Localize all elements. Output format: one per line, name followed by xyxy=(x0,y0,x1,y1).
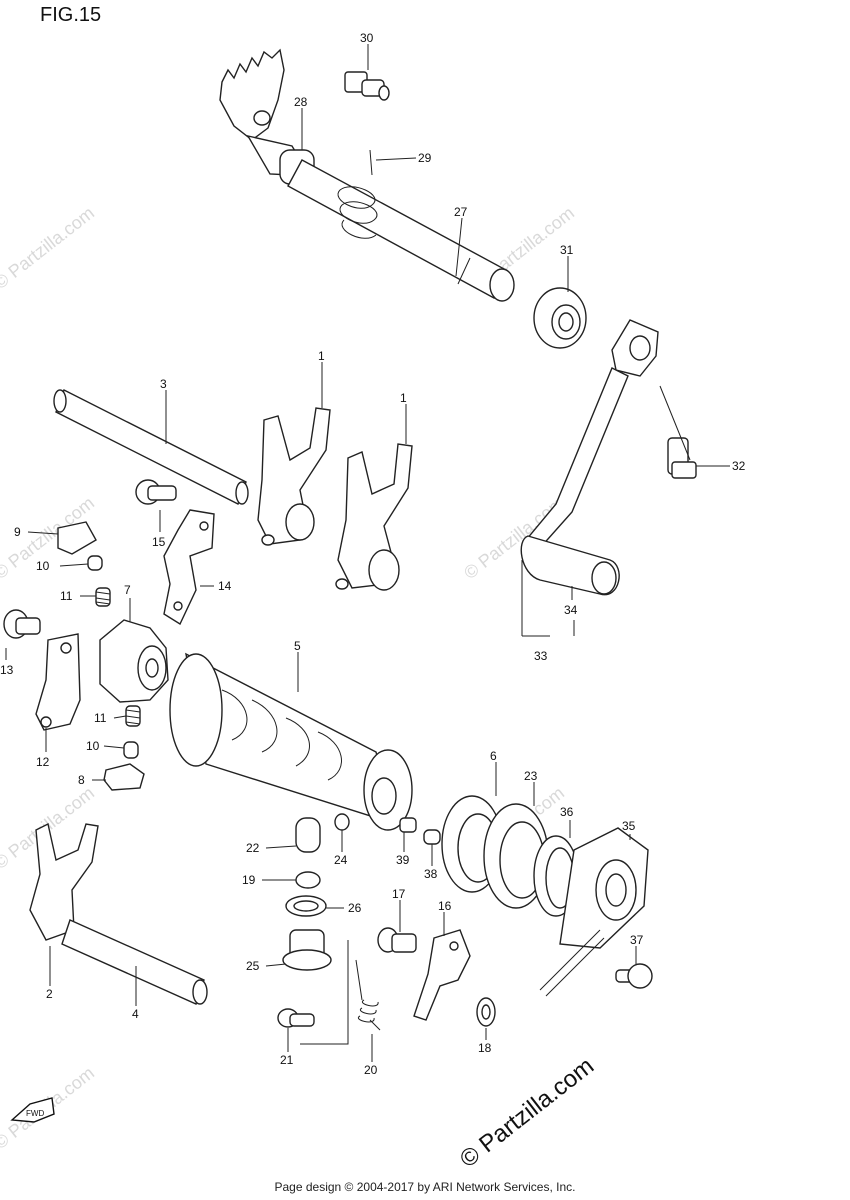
label-28: 28 xyxy=(294,95,308,109)
part-15-bolt[interactable] xyxy=(135,479,177,505)
part-10-pin-a[interactable] xyxy=(87,555,103,571)
label-27: 27 xyxy=(454,205,468,219)
part-31-bearing[interactable] xyxy=(533,287,587,349)
label-2: 2 xyxy=(46,987,53,1001)
part-7-cam[interactable] xyxy=(99,619,169,703)
label-10b: 10 xyxy=(86,739,100,753)
part-9-stopper[interactable] xyxy=(57,521,97,555)
part-39-spring[interactable] xyxy=(399,817,417,833)
label-5: 5 xyxy=(294,639,301,653)
label-6: 6 xyxy=(490,749,497,763)
label-15: 15 xyxy=(152,535,166,549)
label-30: 30 xyxy=(360,31,374,45)
part-22-switch-contact[interactable] xyxy=(295,817,321,853)
part-12-plate[interactable] xyxy=(35,633,81,731)
label-33: 33 xyxy=(534,649,548,663)
page-footer: Page design © 2004-2017 by ARI Network S… xyxy=(274,1180,576,1194)
figure-title: FIG.15 xyxy=(40,4,102,26)
label-4: 4 xyxy=(132,1007,139,1021)
label-36: 36 xyxy=(560,805,574,819)
label-32: 32 xyxy=(732,459,746,473)
fwd-label: FWD xyxy=(26,1109,44,1118)
label-1a: 1 xyxy=(318,349,325,363)
label-12: 12 xyxy=(36,755,50,769)
leader-lines xyxy=(5,44,730,1062)
label-18: 18 xyxy=(478,1041,492,1055)
label-35: 35 xyxy=(622,819,636,833)
label-9: 9 xyxy=(14,525,21,539)
label-17: 17 xyxy=(392,887,406,901)
part-4-fork-shaft[interactable] xyxy=(61,919,208,1005)
label-21: 21 xyxy=(280,1053,294,1067)
label-11a: 11 xyxy=(60,589,73,603)
part-38-pin[interactable] xyxy=(423,829,441,845)
part-32-bolt[interactable] xyxy=(667,437,697,479)
part-16-stopper-lever[interactable] xyxy=(413,929,471,1021)
label-14: 14 xyxy=(218,579,232,593)
part-27-shift-shaft[interactable] xyxy=(287,159,515,302)
part-8-bracket[interactable] xyxy=(103,763,145,791)
label-1b: 1 xyxy=(400,391,407,405)
part-30-bolt[interactable] xyxy=(344,71,390,101)
part-37-bolt[interactable] xyxy=(615,963,653,989)
part-2-shift-fork[interactable] xyxy=(29,822,99,941)
label-11b: 11 xyxy=(94,711,107,725)
label-38: 38 xyxy=(424,867,438,881)
part-26-o-ring[interactable] xyxy=(285,895,327,917)
label-26: 26 xyxy=(348,901,362,915)
label-37: 37 xyxy=(630,933,644,947)
label-25: 25 xyxy=(246,959,260,973)
label-10a: 10 xyxy=(36,559,50,573)
part-10-pin-b[interactable] xyxy=(123,741,139,759)
part-1-shift-fork-b[interactable] xyxy=(335,443,413,591)
watermark: © Partzilla.com xyxy=(0,203,98,293)
part-1-shift-fork-a[interactable] xyxy=(257,407,331,546)
part-3-fork-shaft[interactable] xyxy=(53,389,249,505)
label-24: 24 xyxy=(334,853,348,867)
label-19: 19 xyxy=(242,873,256,887)
part-24-pin[interactable] xyxy=(334,813,350,831)
label-22: 22 xyxy=(246,841,260,855)
label-31: 31 xyxy=(560,243,574,257)
label-34: 34 xyxy=(564,603,578,617)
part-17-bolt[interactable] xyxy=(377,927,417,953)
label-8: 8 xyxy=(78,773,85,787)
part-11-spring-b[interactable] xyxy=(125,705,141,727)
part-18-washer[interactable] xyxy=(476,997,496,1027)
part-35-neutral-switch[interactable] xyxy=(539,827,649,997)
part-19-spring[interactable] xyxy=(295,871,321,889)
part-20-spring[interactable] xyxy=(300,940,381,1045)
label-20: 20 xyxy=(364,1063,378,1077)
part-21-bolt[interactable] xyxy=(277,1008,315,1028)
part-29-spring[interactable] xyxy=(337,149,378,239)
forward-arrow-icon: FWD xyxy=(10,1097,55,1123)
label-39: 39 xyxy=(396,853,410,867)
label-7: 7 xyxy=(124,583,131,597)
part-13-bolt[interactable] xyxy=(3,609,41,639)
part-25-plug[interactable] xyxy=(282,929,332,971)
label-23: 23 xyxy=(524,769,538,783)
label-13: 13 xyxy=(0,663,14,677)
label-3: 3 xyxy=(160,377,167,391)
part-33-gearshift-lever[interactable] xyxy=(520,319,659,596)
label-29: 29 xyxy=(418,151,432,165)
part-labels: 30 28 29 27 31 3 1 1 32 9 15 10 14 11 7 … xyxy=(0,31,746,1077)
part-11-spring-a[interactable] xyxy=(95,587,111,607)
part-5-shift-drum[interactable] xyxy=(169,652,413,831)
part-14-plate[interactable] xyxy=(163,509,215,626)
label-16: 16 xyxy=(438,899,452,913)
